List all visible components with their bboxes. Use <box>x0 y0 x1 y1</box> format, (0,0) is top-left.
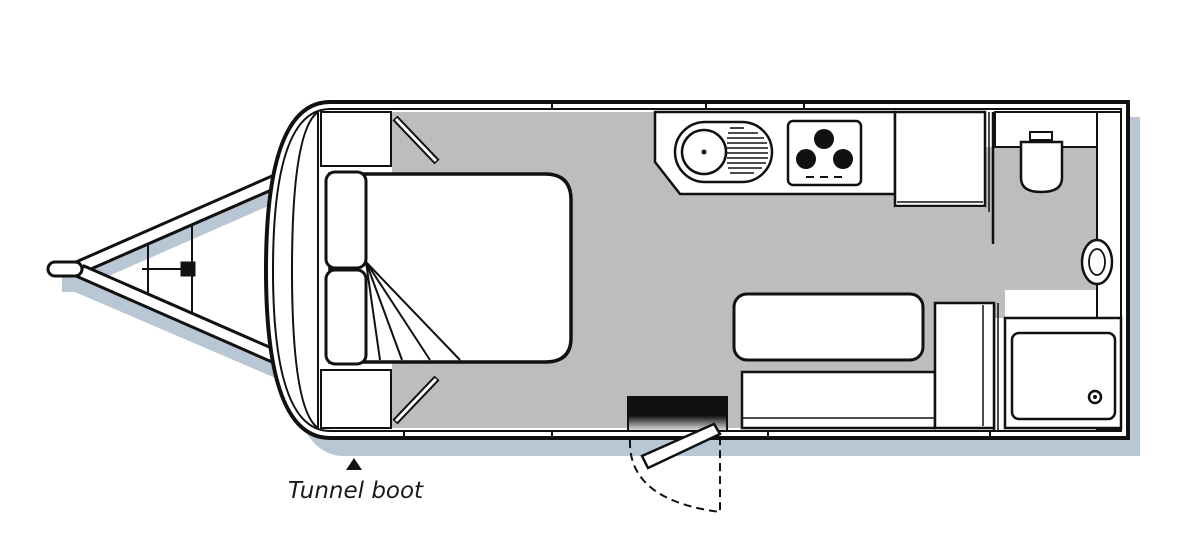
basin-icon <box>1080 238 1114 286</box>
kitchen-bench <box>653 110 897 196</box>
toilet-icon <box>1019 131 1064 194</box>
tunnel-boot-arrow-icon <box>346 458 362 470</box>
shower-icon <box>1010 331 1117 421</box>
pillow-lower <box>324 268 368 366</box>
jockey-wheel-icon <box>180 261 196 277</box>
double-bed <box>324 170 573 366</box>
dinette-table <box>732 292 925 362</box>
kitchen-sink-icon <box>673 120 774 184</box>
pillow-upper <box>324 170 368 270</box>
cooktop-icon <box>786 119 863 187</box>
hitch-coupling <box>46 260 84 278</box>
lounge-seat <box>740 370 937 430</box>
dinette <box>732 292 996 430</box>
ensuite-bathroom <box>988 111 1123 431</box>
drawbar <box>46 173 278 365</box>
bedroom-wardrobes <box>320 111 392 429</box>
drawbar-arm-lower <box>73 264 278 365</box>
tunnel-boot-label: Tunnel boot <box>288 478 424 504</box>
drawbar-arm-upper <box>73 173 278 274</box>
entry-door <box>627 396 728 514</box>
fridge <box>893 110 987 208</box>
lounge-backrest <box>933 301 996 430</box>
